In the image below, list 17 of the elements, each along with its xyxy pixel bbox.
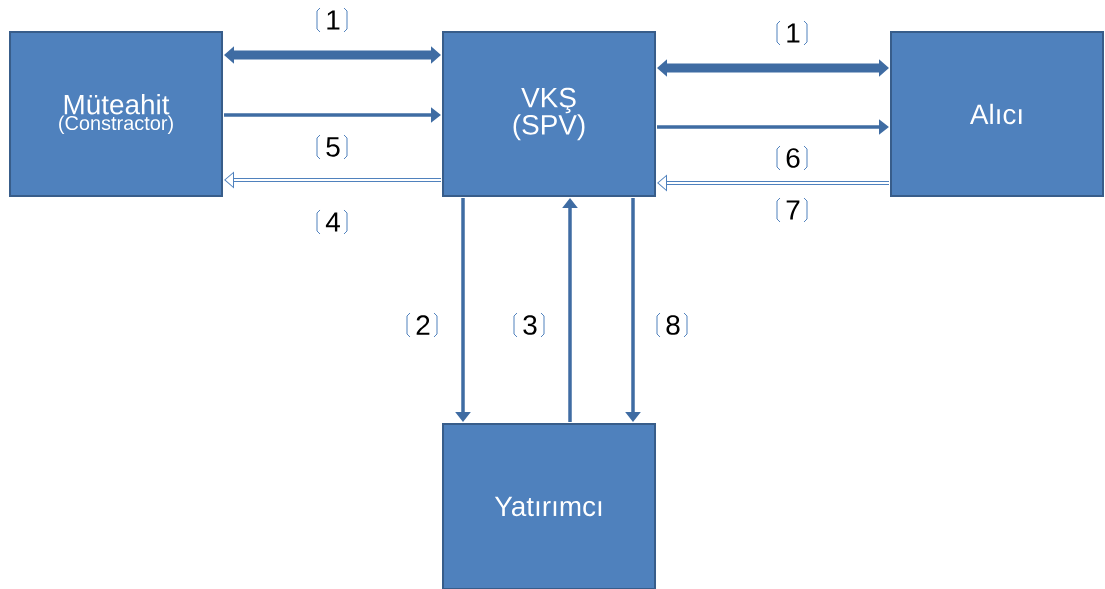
edge-label: 2: [406, 312, 438, 338]
arrow: [657, 59, 889, 77]
process-box: Müteahit (Constractor): [9, 31, 223, 197]
process-box: Alıcı: [890, 31, 1104, 197]
edge-label: 8: [656, 312, 688, 338]
edge-label: 6: [776, 145, 808, 171]
edge-label: 1: [316, 7, 348, 33]
edge-label: 3: [513, 312, 545, 338]
arrow: [224, 172, 442, 188]
arrow: [657, 175, 890, 191]
process-box: VKŞ (SPV): [442, 31, 656, 197]
edge-label: 5: [316, 134, 348, 160]
edge-label: 1: [776, 20, 808, 46]
arrow: [224, 46, 441, 64]
edge-label: 4: [316, 209, 348, 235]
edge-label: 7: [776, 197, 808, 223]
process-box: Yatırımcı: [442, 423, 656, 589]
